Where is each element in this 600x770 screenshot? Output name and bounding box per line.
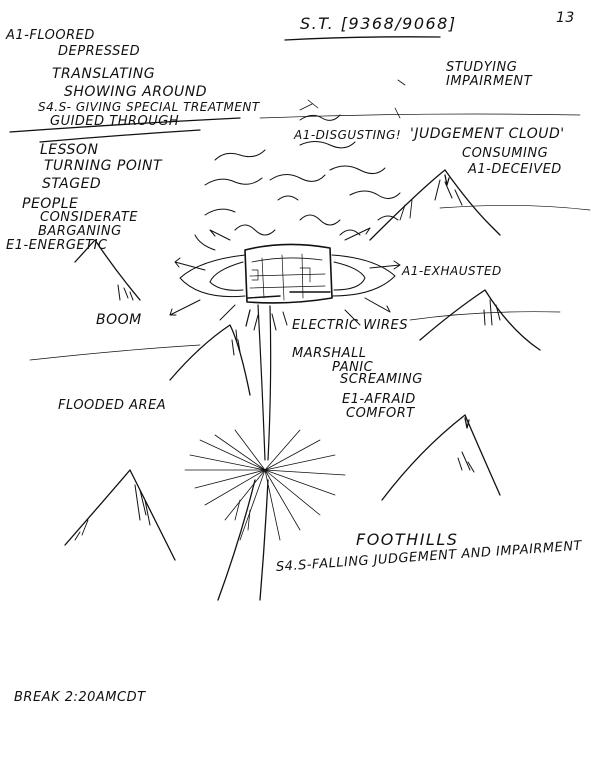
mountain-bottom-left: [64, 469, 176, 561]
note-turning-point: TURNING POINT: [44, 158, 163, 174]
horizon-right: [409, 311, 561, 321]
session-header: S.T. [9368/9068]: [300, 14, 457, 33]
field-lines: [169, 227, 401, 326]
header-underline: [284, 36, 441, 41]
note-staged: STAGED: [42, 176, 102, 192]
note-bargaining: BARGANING: [38, 224, 122, 239]
note-a1-disgusting: A1-DISGUSTING!: [294, 128, 402, 142]
note-translating: TRANSLATING: [52, 66, 156, 82]
mountain-center-left: [169, 324, 251, 396]
note-s4s-giving: S4.S- GIVING SPECIAL TREATMENT: [38, 100, 260, 114]
divider-line-1: [9, 117, 241, 133]
note-studying: STUDYING: [446, 60, 518, 75]
note-consuming: CONSUMING: [462, 146, 549, 161]
horizon-mid: [439, 205, 591, 211]
note-break-time: BREAK 2:20AMCDT: [14, 690, 146, 705]
note-screaming: SCREAMING: [340, 372, 423, 387]
note-people: PEOPLE: [22, 196, 79, 212]
note-comfort: COMFORT: [346, 406, 415, 421]
note-showing-around: SHOWING AROUND: [64, 84, 208, 100]
note-lesson: LESSON: [40, 142, 99, 158]
note-e1-afraid: E1-AFRAID: [342, 392, 416, 407]
note-e1-energetic: E1-ENERGETIC: [6, 238, 108, 253]
note-judgement-cloud: 'JUDGEMENT CLOUD': [410, 126, 565, 142]
note-a1-exhausted: A1-EXHAUSTED: [402, 264, 502, 278]
note-flooded-area: FLOODED AREA: [58, 398, 167, 413]
mountain-center-right: [419, 289, 541, 351]
note-impairment: IMPAIRMENT: [446, 74, 533, 89]
note-foothills: FOOTHILLS: [356, 530, 459, 549]
note-depressed: DEPRESSED: [58, 44, 141, 59]
burst-lines: [184, 429, 346, 541]
note-panic: PANIC: [332, 360, 374, 375]
divider-line-2: [39, 129, 201, 143]
note-a1-floored: A1-FLOORED: [6, 28, 95, 43]
note-boom: BOOM: [96, 312, 142, 328]
road-trunk: [217, 479, 269, 601]
central-box: [244, 243, 333, 304]
note-a1-deceived: A1-DECEIVED: [468, 162, 562, 177]
electric-wires: [245, 304, 288, 461]
mountain-bottom-right: [381, 414, 501, 501]
scratch-marks: [299, 79, 406, 119]
mountain-top-right: [369, 169, 501, 241]
note-guided-through: GUIDED THROUGH: [50, 114, 180, 129]
note-considerate: CONSIDERATE: [40, 210, 138, 225]
cloud-wavy-lines: [204, 114, 401, 236]
page-number: 13: [556, 10, 575, 26]
mountain-left-small: [74, 239, 141, 301]
note-marshall: MARSHALL: [292, 346, 367, 361]
horizon-upper: [259, 113, 581, 119]
horizon-left: [29, 344, 201, 361]
note-electric-wires: ELECTRIC WIRES: [292, 318, 408, 333]
